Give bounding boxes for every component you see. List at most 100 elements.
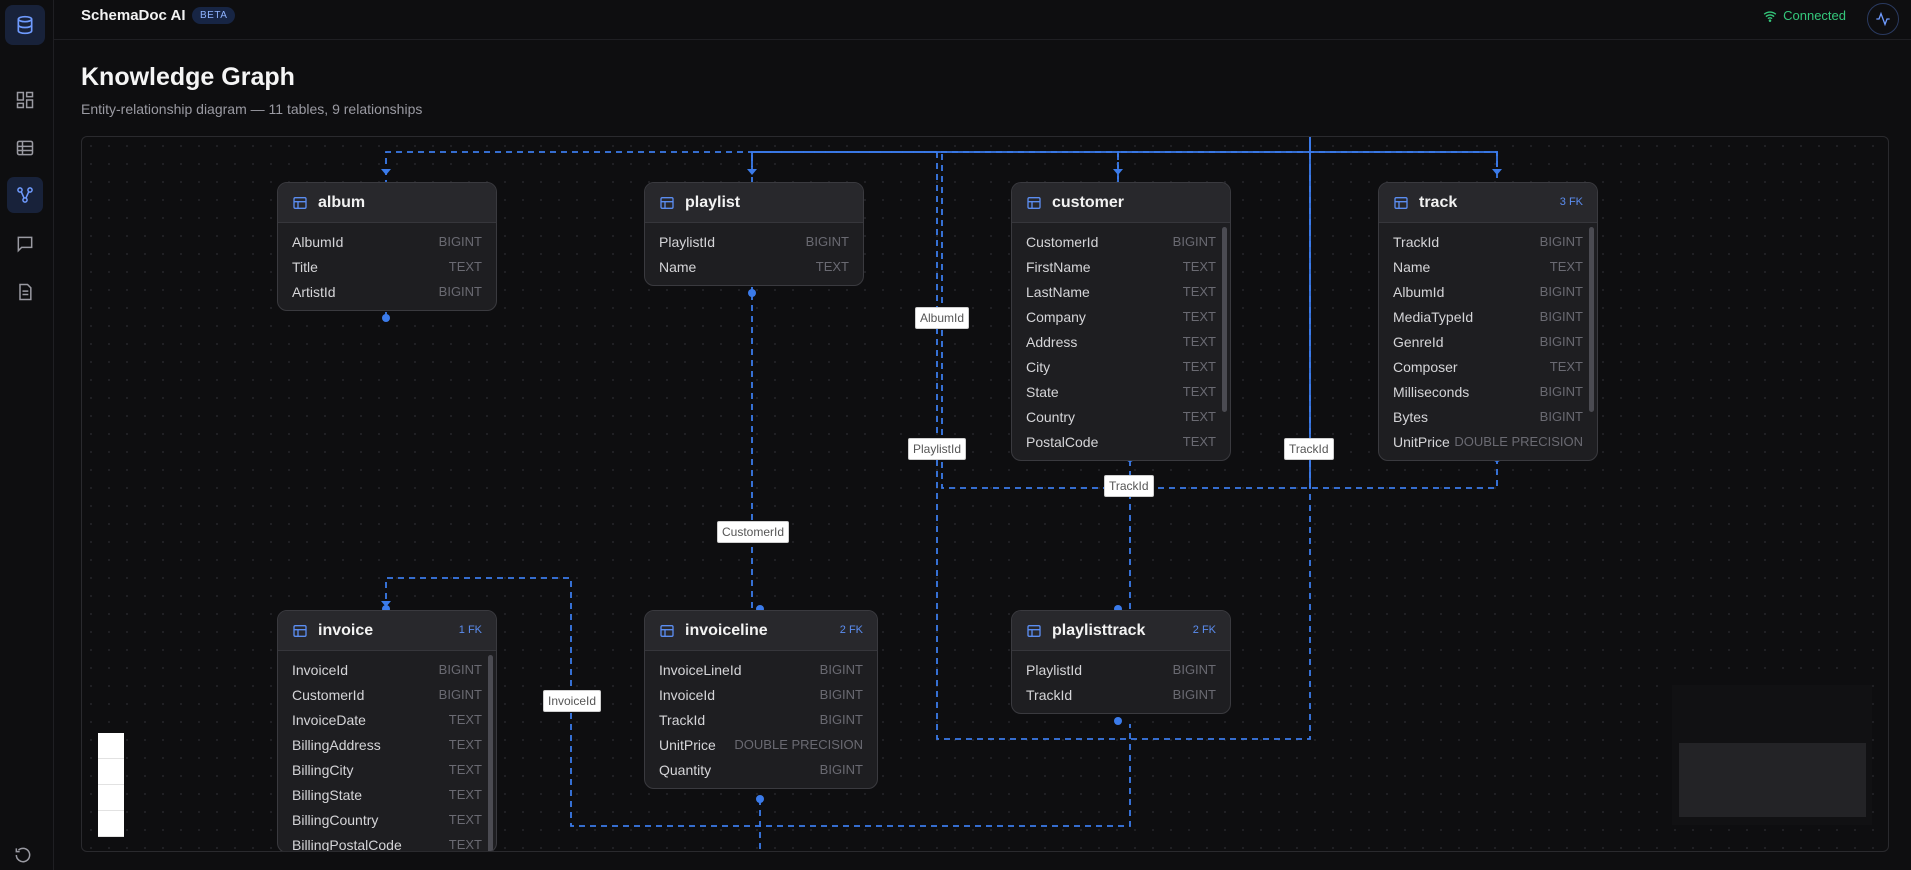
column-name: InvoiceId: [659, 686, 716, 703]
column-type: TEXT: [448, 762, 482, 777]
beta-badge: BETA: [192, 7, 236, 24]
scrollbar[interactable]: [488, 655, 493, 851]
column-type: TEXT: [1182, 434, 1216, 449]
column-type: BIGINT: [1172, 662, 1216, 677]
edge-label-trackid-b: TrackId: [1104, 475, 1154, 497]
zoom-in-button[interactable]: [98, 733, 124, 759]
table-card-header[interactable]: playlist: [645, 183, 863, 223]
column-row[interactable]: BillingPostalCode TEXT: [278, 832, 496, 852]
database-logo-icon[interactable]: [5, 5, 45, 45]
fit-view-button[interactable]: [98, 785, 124, 811]
graph-icon[interactable]: [7, 177, 43, 213]
column-name: TrackId: [1393, 233, 1440, 250]
fk-count-badge: 2 FK: [1192, 624, 1216, 636]
zoom-out-button[interactable]: [98, 759, 124, 785]
column-name: UnitPrice: [1393, 433, 1450, 450]
column-name: Composer: [1393, 358, 1458, 375]
zoom-controls[interactable]: [98, 733, 124, 837]
lock-button[interactable]: [98, 811, 124, 837]
history-icon[interactable]: [13, 845, 33, 870]
column-name: Address: [1026, 333, 1078, 350]
column-name: CustomerId: [292, 686, 365, 703]
scrollbar[interactable]: [1222, 227, 1227, 412]
document-icon[interactable]: [7, 274, 43, 310]
column-name: FirstName: [1026, 258, 1091, 275]
table-name: invoice: [318, 621, 374, 639]
page-title: Knowledge Graph: [81, 63, 295, 91]
diagram-canvas[interactable]: AlbumId PlaylistId TrackId TrackId Custo…: [81, 136, 1889, 852]
dashboard-icon[interactable]: [7, 82, 43, 118]
table-card-header[interactable]: album: [278, 183, 496, 223]
column-name: Bytes: [1393, 408, 1429, 425]
scrollbar[interactable]: [1589, 227, 1594, 412]
column-name: CustomerId: [1026, 233, 1099, 250]
activity-icon[interactable]: [1867, 3, 1899, 35]
fk-count-badge: 2 FK: [839, 624, 863, 636]
column-name: LastName: [1026, 283, 1090, 300]
column-name: ArtistId: [292, 283, 336, 300]
table-icon[interactable]: [7, 130, 43, 166]
minimap-viewport[interactable]: [1679, 743, 1866, 817]
table-card-header[interactable]: customer: [1012, 183, 1230, 223]
column-type: BIGINT: [1172, 234, 1216, 249]
column-row[interactable]: LastName TEXT: [1012, 279, 1230, 304]
column-type: TEXT: [815, 259, 849, 274]
column-type: BIGINT: [1539, 309, 1583, 324]
column-type: TEXT: [448, 837, 482, 852]
chat-icon[interactable]: [7, 226, 43, 262]
column-name: BillingPostalCode: [292, 836, 402, 852]
column-row[interactable]: CustomerId BIGINT: [1012, 229, 1230, 254]
table-icon: [293, 196, 307, 209]
column-type: TEXT: [1182, 284, 1216, 299]
column-type: BIGINT: [1172, 687, 1216, 702]
